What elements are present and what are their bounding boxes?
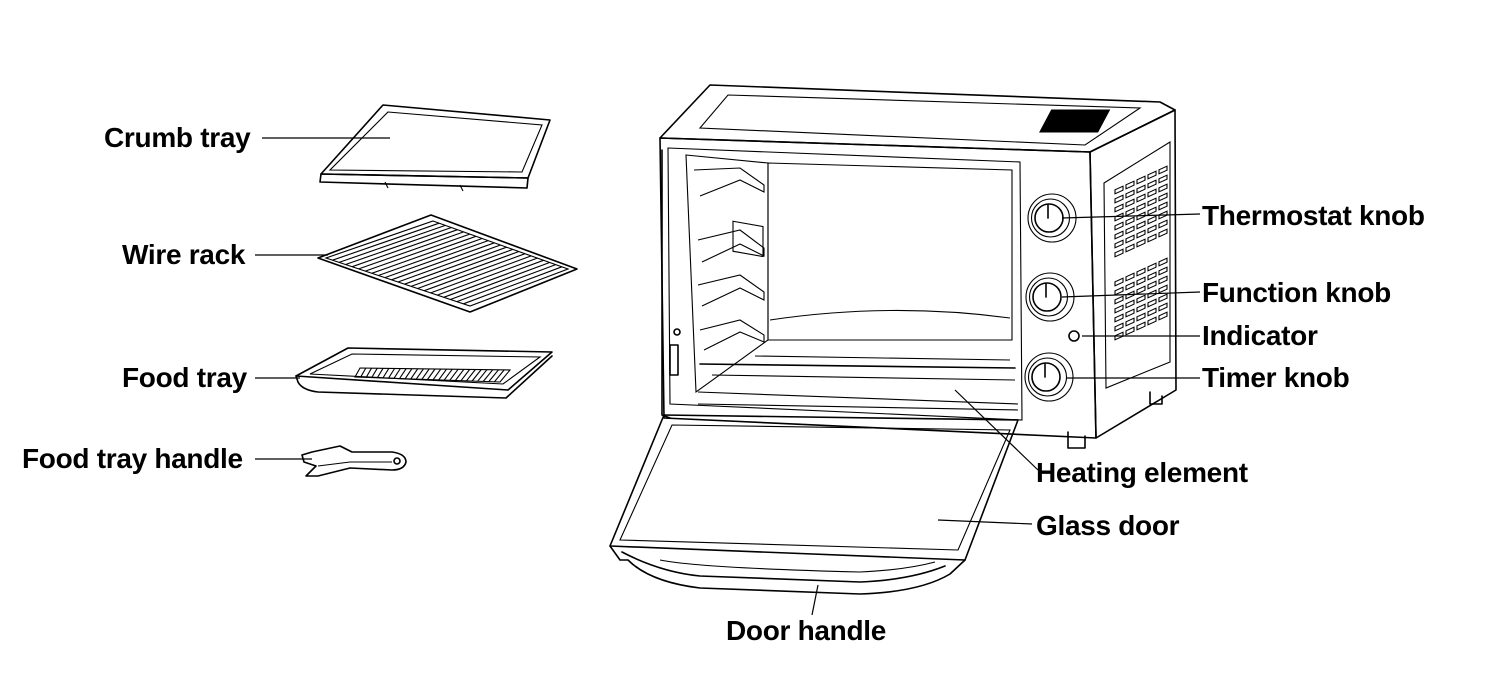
vent-slot	[1125, 225, 1135, 235]
label-thermostat-knob: Thermostat knob	[1202, 200, 1425, 231]
food-tray-handle-drawing	[301, 445, 407, 477]
label-timer-knob: Timer knob	[1202, 362, 1350, 393]
vent-slot	[1158, 302, 1168, 312]
vent-slot	[1114, 295, 1124, 305]
vent-slot	[1158, 266, 1168, 276]
vent-slot	[1136, 294, 1146, 304]
vent-slot	[1158, 174, 1168, 184]
vent-slot	[1125, 326, 1135, 336]
vent-slot	[1114, 194, 1124, 204]
timer-knob-drawing	[1024, 352, 1074, 402]
vent-slot	[1147, 307, 1157, 317]
vent-slot	[1147, 224, 1157, 234]
vent-slot	[1114, 203, 1124, 213]
wire-rack-drawing	[317, 214, 578, 313]
vent-slot	[1136, 303, 1146, 313]
vent-slot	[1158, 192, 1168, 202]
oven-drawing	[659, 84, 1177, 449]
vent-slot	[1114, 239, 1124, 249]
vent-slot	[1158, 183, 1168, 193]
vent-slot	[1147, 289, 1157, 299]
vent-slot	[1136, 220, 1146, 230]
vent-slot	[1125, 243, 1135, 253]
vent-slot	[1114, 286, 1124, 296]
label-glass-door: Glass door	[1036, 510, 1180, 541]
label-heating-element: Heating element	[1036, 457, 1248, 488]
vent-slot	[1136, 285, 1146, 295]
vent-slot	[1136, 202, 1146, 212]
vent-slot	[1147, 188, 1157, 198]
label-food-tray: Food tray	[122, 362, 247, 393]
vent-slot	[1125, 234, 1135, 244]
vent-slot	[1125, 308, 1135, 318]
vent-slot	[1158, 210, 1168, 220]
food-tray-drawing	[295, 347, 553, 399]
vent-slot	[1136, 211, 1146, 221]
label-food-tray-handle: Food tray handle	[22, 443, 243, 474]
vent-slot	[1147, 215, 1157, 225]
vent-slot	[1136, 184, 1146, 194]
label-door-handle: Door handle	[726, 615, 887, 646]
vent-slot	[1114, 248, 1124, 258]
vent-slot	[1125, 290, 1135, 300]
vent-slot	[1114, 313, 1124, 323]
vent-slot	[1125, 317, 1135, 327]
vent-slot	[1125, 272, 1135, 282]
vent-slot	[1147, 197, 1157, 207]
vent-slot	[1136, 175, 1146, 185]
vent-slot	[1136, 276, 1146, 286]
vent-slot	[1158, 293, 1168, 303]
vent-slot	[1158, 201, 1168, 211]
vent-slot	[1114, 230, 1124, 240]
vent-slot	[1114, 221, 1124, 231]
vent-slot	[1136, 312, 1146, 322]
vent-slot	[1147, 316, 1157, 326]
vent-slot	[1136, 238, 1146, 248]
vent-slot	[1136, 193, 1146, 203]
vent-slot	[1114, 304, 1124, 314]
vent-slot	[1158, 165, 1168, 175]
crumb-tray-drawing	[319, 104, 551, 192]
vent-slot	[1147, 298, 1157, 308]
vent-slot	[1136, 321, 1146, 331]
vent-slot	[1125, 198, 1135, 208]
vent-slot	[1125, 216, 1135, 226]
vent-slot	[1125, 207, 1135, 217]
vent-slot	[1158, 257, 1168, 267]
vent-slot	[1147, 280, 1157, 290]
vent-slot	[1158, 228, 1168, 238]
vent-slot	[1125, 180, 1135, 190]
vent-slot	[1147, 206, 1157, 216]
vent-slot	[1147, 233, 1157, 243]
vent-slot	[1114, 277, 1124, 287]
vent-slot	[1158, 284, 1168, 294]
vent-slot	[1158, 311, 1168, 321]
leader-lines	[255, 137, 1201, 616]
label-crumb-tray: Crumb tray	[104, 122, 251, 153]
vent-slot	[1125, 189, 1135, 199]
vent-slot	[1158, 219, 1168, 229]
vent-slot	[1114, 322, 1124, 332]
label-indicator: Indicator	[1202, 320, 1318, 351]
vent-slot	[1147, 179, 1157, 189]
vent-slot	[1114, 331, 1124, 341]
label-wire-rack: Wire rack	[122, 239, 246, 270]
vent-slot	[1125, 281, 1135, 291]
label-function-knob: Function knob	[1202, 277, 1391, 308]
vent-slot	[1114, 212, 1124, 222]
vent-slot	[1136, 229, 1146, 239]
vent-slot	[1114, 185, 1124, 195]
vent-slot	[1136, 267, 1146, 277]
vent-slot	[1147, 271, 1157, 281]
vent-slot	[1158, 275, 1168, 285]
glass-door-drawing	[609, 414, 1019, 595]
vent-slot	[1147, 170, 1157, 180]
vent-slot	[1125, 299, 1135, 309]
vent-slot	[1147, 262, 1157, 272]
